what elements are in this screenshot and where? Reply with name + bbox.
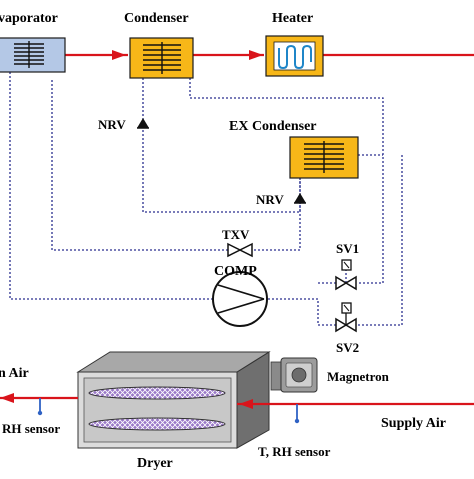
refrigerant-line-to-txv bbox=[252, 178, 301, 251]
valve-body-icon bbox=[335, 317, 357, 333]
heater-label: Heater bbox=[272, 11, 313, 26]
nrv-2: NRV bbox=[256, 192, 306, 207]
sv2: SV2 bbox=[335, 302, 359, 355]
ex-condenser-label: EX Condenser bbox=[229, 119, 317, 134]
condenser: Condenser bbox=[124, 11, 194, 79]
dryer-tray-bottom bbox=[88, 417, 226, 431]
refrigerant-line-evap-comp bbox=[9, 72, 212, 300]
compressor: COMP bbox=[212, 264, 268, 327]
evaporator-fins-icon bbox=[14, 41, 44, 68]
refrigerant-line-condenser-out bbox=[189, 78, 384, 284]
valve-body-icon bbox=[335, 275, 357, 291]
nrv-2-label: NRV bbox=[256, 192, 284, 207]
sv1-label: SV1 bbox=[336, 241, 359, 256]
nrv-1: NRV bbox=[98, 117, 149, 132]
heater: Heater bbox=[265, 11, 324, 77]
txv-label: TXV bbox=[222, 227, 250, 242]
magnetron: Magnetron bbox=[270, 357, 390, 393]
sv2-label: SV2 bbox=[336, 340, 359, 355]
txv: TXV bbox=[222, 227, 253, 258]
nrv-1-label: NRV bbox=[98, 117, 126, 132]
ex-condenser: EX Condenser bbox=[229, 119, 359, 179]
magnetron-label: Magnetron bbox=[327, 369, 390, 384]
check-valve-icon bbox=[294, 193, 306, 203]
t-rh-sensor-label: T, RH sensor bbox=[258, 444, 331, 459]
sv1: SV1 bbox=[335, 241, 359, 291]
supply-air-label: Supply Air bbox=[381, 416, 446, 431]
evaporator-label: vaporator bbox=[0, 11, 58, 26]
rh-sensor-left-label: RH sensor bbox=[2, 421, 60, 436]
compressor-label: COMP bbox=[214, 264, 257, 279]
dryer-label: Dryer bbox=[137, 456, 173, 471]
arrow-left-icon bbox=[239, 399, 253, 409]
refrigerant-line-txv-evap bbox=[51, 78, 228, 251]
refrigerant-line-comp-sv bbox=[268, 298, 336, 326]
t-rh-sensor: T, RH sensor bbox=[258, 404, 331, 459]
arrow-right-icon bbox=[249, 50, 263, 60]
rh-sensor-left: RH sensor bbox=[2, 398, 60, 436]
air-flow-top bbox=[65, 50, 474, 60]
ex-condenser-fins-icon bbox=[304, 141, 344, 173]
dryer-top bbox=[76, 351, 271, 373]
refrigerant-line-sv2 bbox=[358, 155, 403, 326]
check-valve-icon bbox=[137, 118, 149, 128]
compressor-circle-icon bbox=[212, 271, 268, 327]
arrow-right-icon bbox=[112, 50, 126, 60]
arrow-left-icon bbox=[0, 393, 14, 403]
condenser-label: Condenser bbox=[124, 11, 189, 26]
refrigerant-lines bbox=[9, 72, 403, 326]
evaporator-box bbox=[0, 37, 66, 73]
condenser-fins-icon bbox=[143, 42, 181, 74]
bowtie-valve-icon bbox=[227, 242, 253, 258]
heater-coil-icon bbox=[278, 44, 312, 70]
evaporator: vaporator bbox=[0, 11, 66, 73]
dryer: Dryer bbox=[76, 351, 271, 471]
air-flow-bottom: n Air Supply Air bbox=[0, 366, 474, 431]
dryer-tray-top bbox=[88, 386, 226, 400]
exhaust-air-label: n Air bbox=[0, 366, 29, 381]
